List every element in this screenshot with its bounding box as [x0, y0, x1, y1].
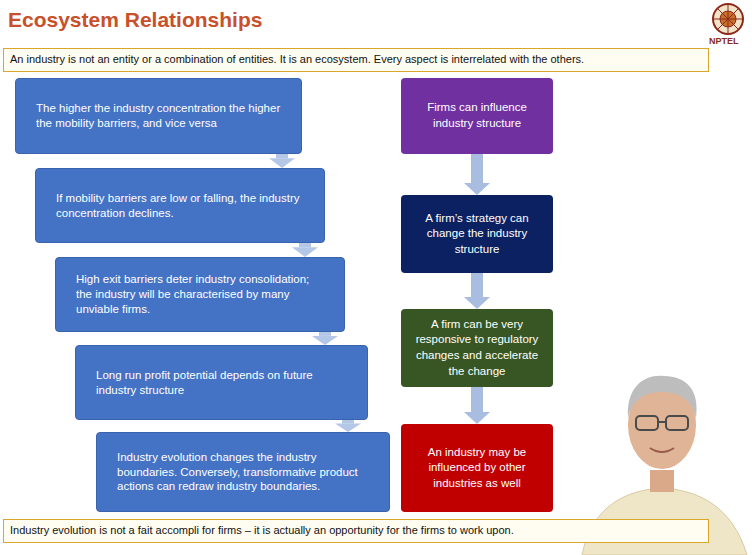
conclusion-banner: Industry evolution is not a fait accompl…: [3, 519, 709, 543]
neck: [650, 470, 674, 492]
arrow-shaft: [471, 387, 483, 412]
glasses-bridge: [658, 421, 666, 423]
arrow-shaft: [299, 243, 311, 247]
node-text: An industry may be influenced by other i…: [409, 445, 545, 492]
arrow-head: [292, 247, 318, 257]
arrow-shaft: [471, 154, 483, 183]
glasses-right: [666, 416, 688, 430]
process-box: Industry evolution changes the industry …: [96, 432, 390, 512]
flow-arrow: [464, 273, 490, 309]
node-text: A firm’s strategy can change the industr…: [409, 211, 545, 258]
process-box: If mobility barriers are low or falling,…: [35, 168, 325, 243]
arrow-shaft: [319, 332, 331, 336]
flow-arrow: [464, 154, 490, 195]
logo-ring: [713, 4, 743, 34]
process-box: Long run profit potential depends on fut…: [75, 345, 368, 420]
process-box: An industry may be influenced by other i…: [401, 424, 553, 512]
glasses-left: [636, 416, 658, 430]
arrow-shaft: [471, 273, 483, 297]
hair: [628, 376, 697, 418]
node-text: Industry evolution is not a fait accompl…: [10, 524, 702, 538]
node-text: An industry is not an entity or a combin…: [10, 53, 702, 67]
arrow-shaft: [276, 154, 288, 158]
arrow-head: [312, 336, 338, 345]
node-text: Firms can influence industry structure: [409, 100, 545, 131]
arrow-head: [335, 424, 361, 432]
process-box: A firm’s strategy can change the industr…: [401, 195, 553, 273]
flow-arrow: [269, 154, 295, 168]
process-box: Firms can influence industry structure: [401, 78, 553, 154]
process-box: High exit barriers deter industry consol…: [55, 257, 345, 332]
flow-arrow: [292, 243, 318, 257]
process-box: The higher the industry concentration th…: [15, 78, 302, 154]
logo-label: NPTEL: [709, 36, 739, 46]
node-text: Industry evolution changes the industry …: [117, 450, 373, 495]
intro-banner: An industry is not an entity or a combin…: [3, 48, 709, 72]
mouth: [650, 448, 674, 452]
node-text: If mobility barriers are low or falling,…: [56, 191, 308, 221]
node-text: Long run profit potential depends on fut…: [96, 368, 351, 398]
arrow-head: [464, 183, 490, 195]
flow-arrow: [464, 387, 490, 424]
process-box: A firm can be very responsive to regulat…: [401, 309, 553, 387]
flow-arrow: [312, 332, 338, 345]
node-text: High exit barriers deter industry consol…: [76, 272, 328, 317]
arrow-head: [464, 412, 490, 424]
slide-title: Ecosystem Relationships: [8, 8, 262, 32]
arrow-head: [269, 158, 295, 168]
flow-arrow: [335, 420, 361, 432]
logo-spokes: [713, 4, 743, 34]
nptel-logo: [708, 2, 748, 36]
arrow-shaft: [342, 420, 354, 424]
node-text: The higher the industry concentration th…: [36, 101, 285, 131]
arrow-head: [464, 297, 490, 309]
node-text: A firm can be very responsive to regulat…: [409, 317, 545, 379]
